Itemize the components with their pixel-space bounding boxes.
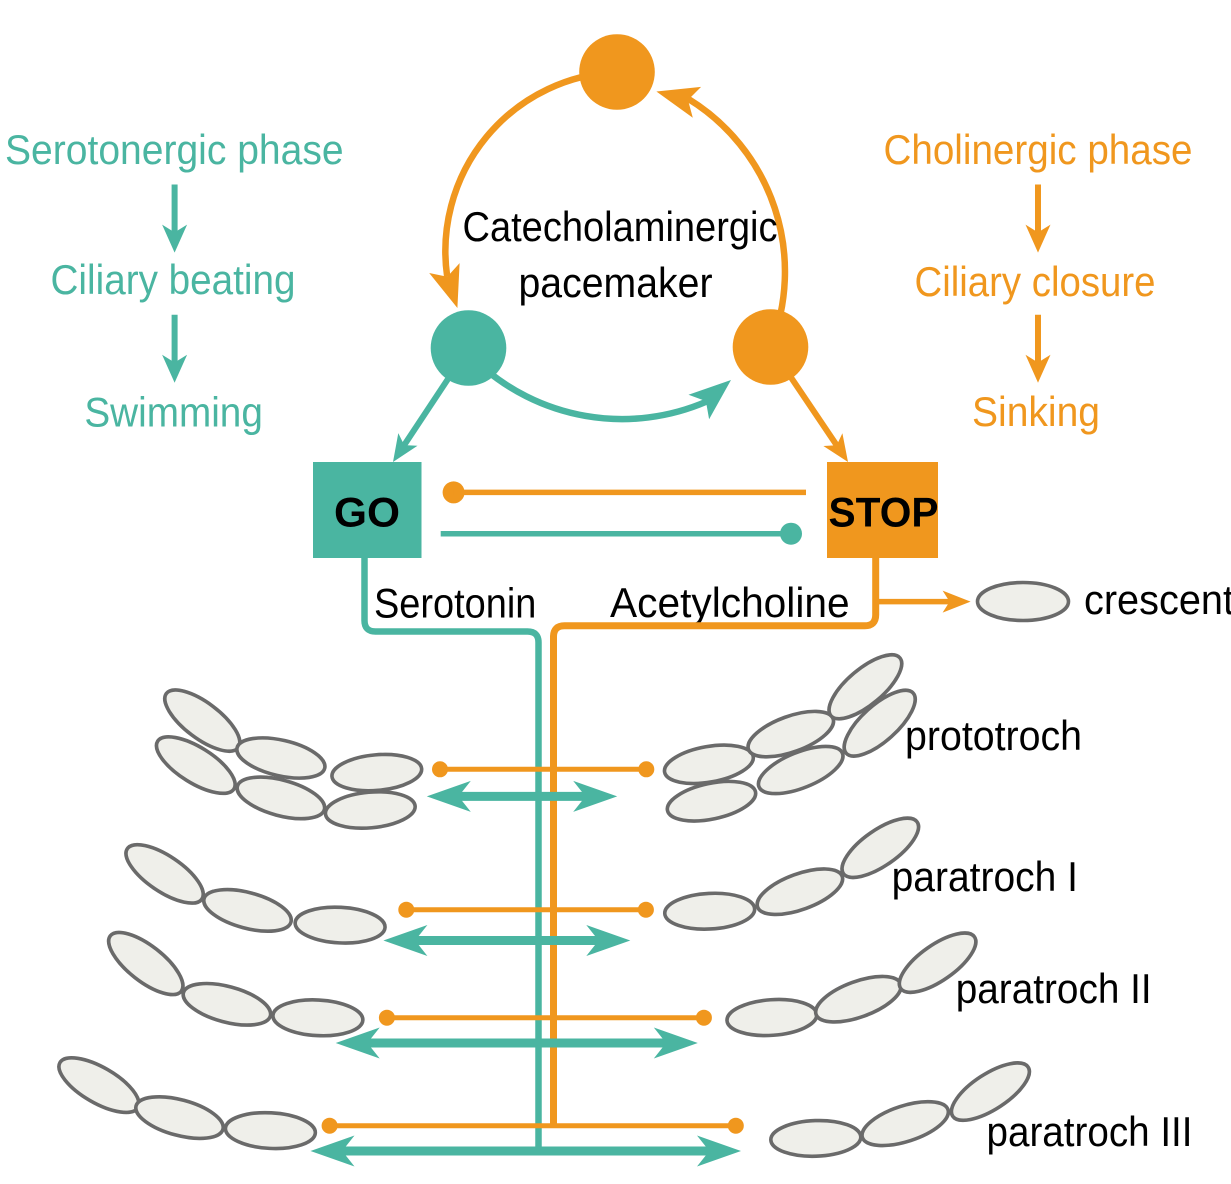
svg-text:prototroch: prototroch — [905, 712, 1082, 759]
svg-text:Swimming: Swimming — [84, 388, 263, 435]
svg-text:paratroch I: paratroch I — [892, 853, 1078, 900]
svg-text:Sinking: Sinking — [972, 388, 1100, 435]
svg-text:Serotonin: Serotonin — [374, 579, 536, 626]
svg-text:Serotonergic phase: Serotonergic phase — [5, 126, 344, 173]
svg-text:paratroch II: paratroch II — [956, 965, 1152, 1012]
svg-text:STOP: STOP — [829, 489, 939, 536]
svg-text:paratroch III: paratroch III — [987, 1108, 1193, 1155]
svg-text:Acetylcholine: Acetylcholine — [610, 579, 850, 626]
svg-text:Ciliary beating: Ciliary beating — [51, 256, 296, 303]
svg-text:Ciliary closure: Ciliary closure — [915, 258, 1156, 305]
svg-text:pacemaker: pacemaker — [519, 259, 713, 306]
svg-text:GO: GO — [334, 489, 400, 536]
svg-text:Catecholaminergic: Catecholaminergic — [463, 203, 778, 250]
svg-text:Cholinergic phase: Cholinergic phase — [884, 126, 1193, 173]
svg-text:crescent: crescent — [1084, 576, 1231, 623]
